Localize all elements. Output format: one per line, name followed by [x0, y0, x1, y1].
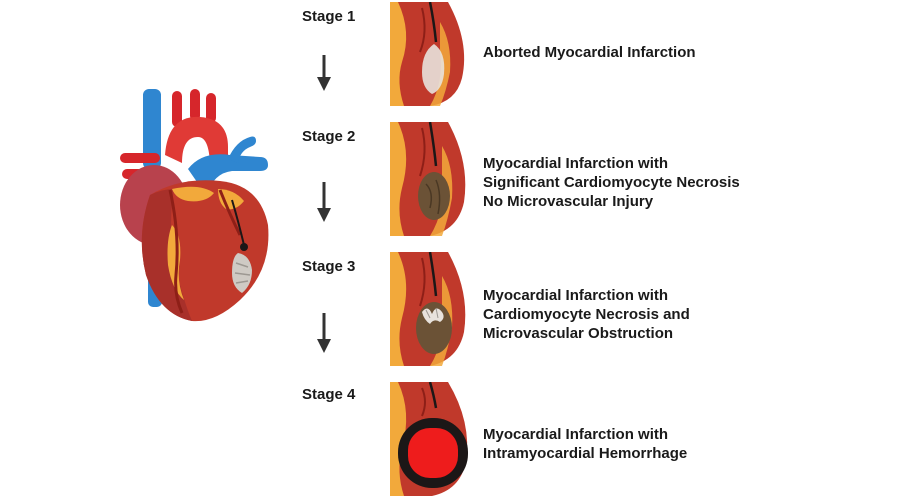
arrow-down-icon	[317, 55, 331, 91]
stage-3-description-line: Cardiomyocyte Necrosis and	[483, 306, 690, 323]
stage-4-description-line: Myocardial Infarction with	[483, 426, 669, 443]
arrow-down-icon	[317, 182, 331, 222]
stage-2-description-line: Significant Cardiomyocyte Necrosis	[483, 174, 740, 191]
stage-4-description-line: Intramyocardial Hemorrhage	[483, 445, 688, 462]
arrow-down-icon	[317, 313, 331, 353]
stage-1-heart-section	[390, 2, 470, 106]
stage-3-description-line: Microvascular Obstruction	[483, 325, 674, 342]
stage-1-description-line: Aborted Myocardial Infarction	[483, 44, 696, 61]
stage-3-label: Stage 3	[302, 258, 356, 275]
stage-3-description: Myocardial Infarction with Cardiomyocyte…	[483, 286, 690, 343]
stage-3-heart-section	[390, 252, 470, 366]
stage-4-description: Myocardial Infarction with Intramyocardi…	[483, 425, 687, 463]
stage-2-description-line: Myocardial Infarction with	[483, 155, 669, 172]
stage-2-description: Myocardial Infarction with Significant C…	[483, 154, 740, 211]
stage-1-description: Aborted Myocardial Infarction	[483, 43, 696, 62]
heart-illustration	[110, 85, 280, 325]
stage-2-heart-section	[390, 122, 470, 236]
stage-4-heart-section	[390, 382, 476, 496]
stage-2-label: Stage 2	[302, 128, 356, 145]
stage-1-label: Stage 1	[302, 8, 356, 25]
stage-2-description-line: No Microvascular Injury	[483, 193, 654, 210]
stage-4-label: Stage 4	[302, 386, 356, 403]
stage-3-description-line: Myocardial Infarction with	[483, 287, 669, 304]
